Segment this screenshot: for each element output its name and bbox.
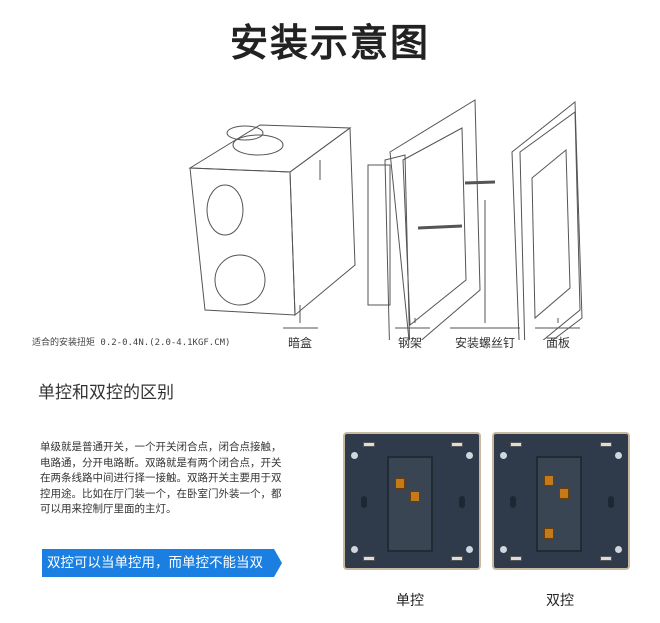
description-text: 单级就是普通开关，一个开关闭合点，闭合点接触，电路通，分开电路断。双路就是有两个… bbox=[40, 441, 282, 515]
junction-box-drawing bbox=[188, 124, 356, 317]
section-title: 单控和双控的区别 bbox=[38, 383, 174, 403]
label-leaders bbox=[283, 200, 580, 329]
label-panel: 面板 bbox=[546, 336, 571, 350]
label-screws: 安装螺丝钉 bbox=[455, 336, 516, 350]
double-control-switch-photo bbox=[492, 432, 630, 570]
single-control-switch-photo bbox=[343, 432, 481, 570]
steel-frame-drawing bbox=[367, 99, 481, 340]
label-steel-frame: 钢架 bbox=[398, 336, 423, 350]
label-junction-box: 暗盒 bbox=[288, 336, 313, 350]
double-control-label: 双控 bbox=[546, 593, 574, 609]
page-title: 安装示意图 bbox=[229, 21, 430, 65]
panel-drawing bbox=[511, 100, 583, 340]
banner: 双控可以当单控用，而单控不能当双控用 bbox=[42, 549, 282, 599]
single-control-label: 单控 bbox=[396, 593, 424, 609]
screws-drawing bbox=[417, 180, 496, 230]
torque-note: 适合的安装扭矩 0.2-0.4N.(2.0-4.1KGF.CM) bbox=[32, 338, 231, 348]
installation-diagram bbox=[188, 99, 583, 340]
